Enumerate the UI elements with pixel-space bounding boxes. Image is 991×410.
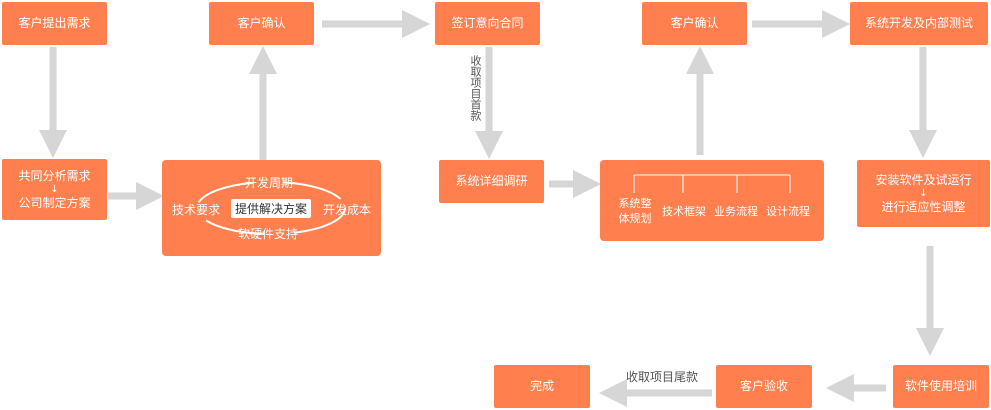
node-analyze: 共同分析需求 ↓ 公司制定方案 xyxy=(2,159,107,220)
install-bottom-label: 进行适应性调整 xyxy=(881,199,966,214)
node-install: 安装软件及试运行 ↓ 进行适应性调整 xyxy=(857,160,990,227)
solution-ellipse xyxy=(196,181,346,235)
analyze-top-label: 共同分析需求 xyxy=(18,169,91,184)
node-planning xyxy=(600,160,824,241)
first-payment-label: 收取项目首款 xyxy=(469,55,482,121)
node-client-confirm-1: 客户确认 xyxy=(209,2,314,45)
solution-bottom-label: 软硬件支持 xyxy=(238,227,299,241)
node-client-confirm-2: 客户确认 xyxy=(642,2,747,45)
solution-center-label: 提供解决方案 xyxy=(231,199,312,218)
node-client-accept: 客户验收 xyxy=(716,365,812,408)
node-dev-test: 系统开发及内部测试 xyxy=(850,2,988,45)
plan-item-framework: 技术框架 xyxy=(662,205,706,218)
final-payment-label: 收取项目尾款 xyxy=(626,370,699,384)
analyze-bottom-label: 公司制定方案 xyxy=(18,195,91,210)
solution-top-label: 开发周期 xyxy=(245,176,294,190)
node-complete: 完成 xyxy=(494,365,590,408)
solution-right-label: 开发成本 xyxy=(323,203,372,217)
install-top-label: 安装软件及试运行 xyxy=(875,173,972,188)
down-arrow-icon: ↓ xyxy=(919,187,928,199)
plan-item-overall: 系统整体规划 xyxy=(618,197,652,225)
solution-left-label: 技术要求 xyxy=(172,203,221,217)
planning-tree-lines xyxy=(633,174,791,193)
node-detail-research: 系统详细调研 xyxy=(439,160,544,203)
plan-item-business-flow: 业务流程 xyxy=(714,205,758,218)
node-sign-intent: 签订意向合同 xyxy=(435,2,540,45)
plan-item-design-flow: 设计流程 xyxy=(766,205,810,218)
node-client-request: 客户提出需求 xyxy=(2,2,107,45)
node-training: 软件使用培训 xyxy=(893,365,989,408)
down-arrow-icon: ↓ xyxy=(50,183,59,195)
